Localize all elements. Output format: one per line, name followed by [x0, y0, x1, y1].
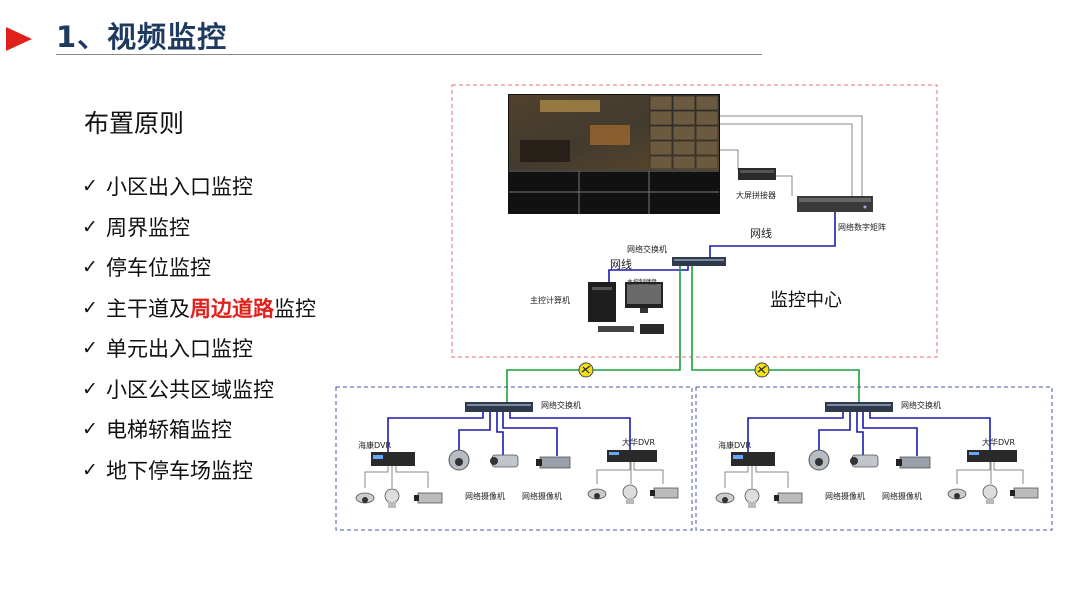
- control-keyboard-label: 主控制键盘: [627, 278, 657, 286]
- dvr-left-label: 海康DVR: [718, 440, 751, 450]
- small-dome-camera-icon: [716, 493, 734, 503]
- bullet-camera-icon: [490, 455, 518, 467]
- small-dome-camera-icon: [948, 489, 966, 499]
- matrix-label: 网络数字矩阵: [838, 222, 886, 232]
- firewall-icon: [755, 363, 769, 377]
- dvr-right-label: 大华DVR: [622, 437, 655, 447]
- firewall-icon: [579, 363, 593, 377]
- core-switch: [672, 257, 726, 266]
- zone-switch: [825, 402, 893, 412]
- uplink-wires: [507, 266, 859, 404]
- monitoring-center-label: 监控中心: [770, 290, 842, 311]
- small-dome-camera-icon: [588, 489, 606, 499]
- camera-label: 网络摄像机: [522, 491, 562, 501]
- wire-label-1: 网线: [750, 226, 772, 240]
- bullet-camera-icon: [850, 455, 878, 467]
- zone-switch-label: 网络交换机: [541, 400, 581, 410]
- ptz-camera-icon: [983, 485, 997, 504]
- camera-label: 网络摄像机: [882, 491, 922, 501]
- splicer-device: [738, 168, 776, 180]
- small-box-camera-icon: [414, 493, 442, 503]
- box-camera-icon: [896, 457, 930, 468]
- zone-switch-label: 网络交换机: [901, 400, 941, 410]
- box-camera-icon: [536, 457, 570, 468]
- small-box-camera-icon: [650, 488, 678, 498]
- matrix-device: [797, 196, 873, 212]
- wire-label-2: 网线: [610, 257, 632, 271]
- zone-right: 网络交换机 海康DVR 大华DVR 网络摄像机 网络摄像机: [696, 387, 1052, 530]
- zone-left: 网络交换机 海康DVR 大华DVR 网络摄像机 网络摄像机: [336, 387, 692, 530]
- ptz-camera-icon: [385, 489, 399, 508]
- ptz-camera-icon: [745, 489, 759, 508]
- video-wall: [508, 94, 720, 214]
- ptz-camera-icon: [623, 485, 637, 504]
- host-pc: [588, 282, 664, 334]
- video-cables: [720, 116, 862, 196]
- dvr-right-label: 大华DVR: [982, 437, 1015, 447]
- core-switch-label: 网络交换机: [627, 244, 667, 254]
- small-box-camera-icon: [1010, 488, 1038, 498]
- host-pc-label: 主控计算机: [530, 295, 570, 305]
- splicer-label: 大屏拼接器: [736, 190, 776, 200]
- dvr-right: [607, 450, 657, 462]
- small-box-camera-icon: [774, 493, 802, 503]
- camera-label: 网络摄像机: [825, 491, 865, 501]
- dvr-right: [967, 450, 1017, 462]
- camera-label: 网络摄像机: [465, 491, 505, 501]
- dvr-left-label: 海康DVR: [358, 440, 391, 450]
- small-dome-camera-icon: [356, 493, 374, 503]
- zone-switch: [465, 402, 533, 412]
